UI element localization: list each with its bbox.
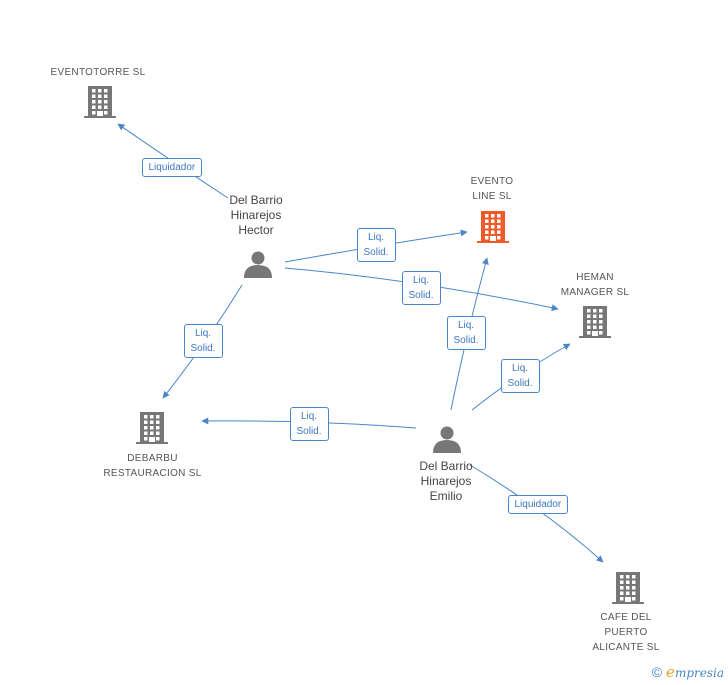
node-label-debarbu[interactable]: DEBARBU RESTAURACION SL <box>80 451 225 481</box>
edge-label-emilio-to-cafe[interactable]: Liquidador <box>507 494 569 514</box>
building-icon-cafe[interactable] <box>612 572 644 604</box>
node-label-line: Hinarejos <box>230 208 282 222</box>
edge-label-line: Solid. <box>296 426 322 437</box>
edge-label-line: Liquidador <box>514 498 562 510</box>
node-label-line: ALICANTE SL <box>592 642 660 653</box>
edge-label-hector-to-eventotorre[interactable]: Liquidador <box>141 157 203 177</box>
edge-label-line: Solid. <box>453 335 479 346</box>
edge-label-line: Liq. <box>194 328 212 339</box>
node-label-eventotorre[interactable]: EVENTOTORRE SL <box>28 65 168 80</box>
edge-label-line: Solid. <box>190 343 216 354</box>
node-label-cafe[interactable]: CAFE DEL PUERTO ALICANTE SL <box>566 610 686 655</box>
node-label-line: Del Barrio <box>419 459 473 473</box>
node-label-line: Del Barrio <box>229 193 283 207</box>
node-label-line: LINE SL <box>472 191 512 202</box>
node-label-line: Emilio <box>429 489 463 503</box>
edge-label-emilio-to-evento_line[interactable]: Liq. Solid. <box>446 316 486 350</box>
edge-label-line: Liq. <box>412 275 430 286</box>
edge-label-line: Liq. <box>300 411 318 422</box>
node-label-line: RESTAURACION SL <box>103 468 202 479</box>
edge-label-line: Liq. <box>367 232 385 243</box>
edge-label-line: Liq. <box>511 363 529 374</box>
node-label-line: EVENTOTORRE SL <box>50 67 146 78</box>
node-label-line: EVENTO <box>470 176 514 187</box>
node-label-line: PUERTO <box>604 627 648 638</box>
node-label-line: HEMAN <box>576 272 614 283</box>
building-icon-heman[interactable] <box>579 306 611 338</box>
copyright-symbol: © <box>651 664 663 680</box>
node-label-line: Hector <box>238 223 274 237</box>
edge-label-line: Liq. <box>457 320 475 331</box>
edge-label-emilio-to-heman[interactable]: Liq. Solid. <box>500 359 540 393</box>
building-icon-evento_line[interactable] <box>477 211 509 243</box>
person-icon-emilio[interactable] <box>433 426 461 454</box>
edge-label-line: Solid. <box>363 247 389 258</box>
node-label-line: CAFE DEL <box>600 612 652 623</box>
building-icon-eventotorre[interactable] <box>84 86 116 118</box>
node-label-heman[interactable]: HEMAN MANAGER SL <box>535 270 655 300</box>
node-label-line: Hinarejos <box>420 474 472 488</box>
node-label-evento_line[interactable]: EVENTO LINE SL <box>442 174 542 204</box>
edge-label-line: Solid. <box>408 290 434 301</box>
person-icon-hector[interactable] <box>244 251 272 279</box>
edge-label-line: Liquidador <box>148 161 196 173</box>
node-label-line: MANAGER SL <box>560 287 630 298</box>
node-label-line: DEBARBU <box>127 453 178 464</box>
edge-label-emilio-to-debarbu[interactable]: Liq. Solid. <box>289 407 329 441</box>
edge-label-hector-to-heman[interactable]: Liq. Solid. <box>401 271 441 305</box>
edge-label-hector-to-debarbu[interactable]: Liq. Solid. <box>183 324 223 358</box>
edge-label-hector-to-evento_line[interactable]: Liq. Solid. <box>356 228 396 262</box>
building-icon-debarbu[interactable] <box>136 412 168 444</box>
edge-label-line: Solid. <box>507 378 533 389</box>
footer-credit: © empresia <box>652 663 724 681</box>
brand-logo: empresia <box>666 663 724 681</box>
